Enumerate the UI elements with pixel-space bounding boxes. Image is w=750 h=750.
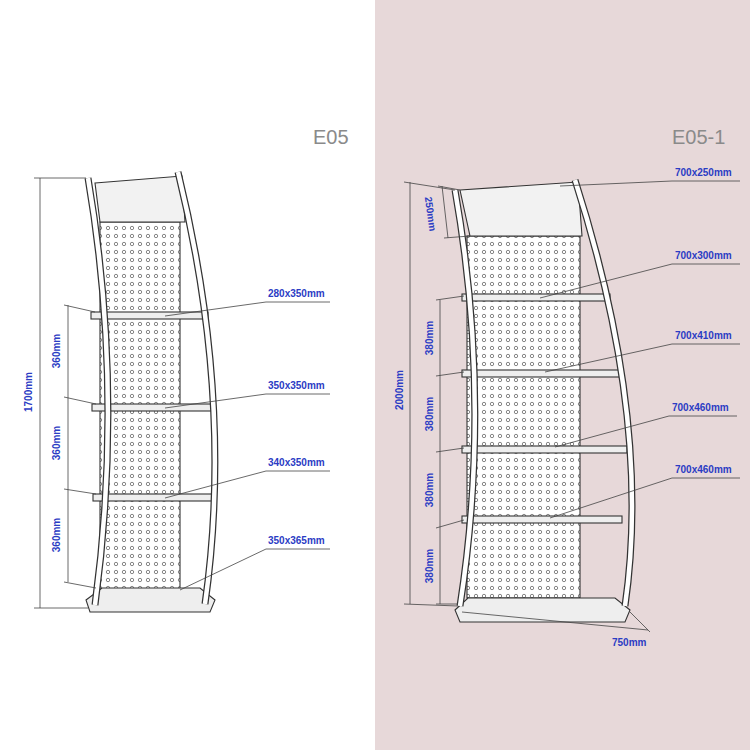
header-board — [95, 176, 185, 222]
shelf — [462, 516, 622, 523]
shelf-size: 700x460mm — [672, 402, 729, 414]
rack-e05 — [86, 172, 215, 612]
shelf-size: 700x250mm — [675, 167, 732, 179]
shelf — [91, 312, 208, 319]
leader-line — [545, 344, 740, 372]
dimension-label: 380mm — [424, 549, 436, 583]
shelf — [462, 294, 610, 301]
shelf-size: 700x410mm — [675, 330, 732, 342]
dimension-line — [40, 178, 41, 608]
shelf-size: 700x300mm — [675, 250, 732, 262]
shelf — [462, 370, 620, 377]
extension-line — [436, 296, 464, 300]
dimension-line — [462, 612, 648, 630]
leader-line — [560, 181, 740, 186]
shelf-size: 350x350mm — [268, 380, 325, 392]
extension-line — [34, 178, 86, 179]
side-post — [88, 178, 108, 605]
base — [86, 588, 215, 612]
dimension-label: 1700mm — [23, 372, 35, 412]
leader-line — [555, 416, 737, 447]
side-post — [178, 172, 215, 604]
shelf-size: 700x460mm — [675, 464, 732, 476]
extension-line — [34, 608, 88, 609]
rack-e05-1 — [455, 180, 632, 622]
dimension-label: 380mm — [424, 473, 436, 507]
base — [455, 598, 630, 622]
dimension-line — [410, 182, 411, 604]
dimension-label: 380mm — [424, 321, 436, 355]
extension-line — [64, 397, 96, 404]
dimension-label: 750mm — [612, 637, 646, 649]
leader-line — [550, 478, 740, 518]
dimension-label: 360mm — [51, 426, 63, 460]
shelf — [93, 494, 212, 501]
shelf-size: 280x350mm — [268, 288, 325, 300]
shelf — [462, 446, 627, 453]
model-title: E05 — [313, 126, 349, 148]
extension-line — [436, 604, 458, 605]
dimension-lines — [34, 178, 330, 608]
dimension-line — [68, 305, 69, 582]
pegboard — [467, 236, 580, 598]
leader-line — [165, 471, 330, 498]
model-title: E05-1 — [672, 126, 725, 148]
dimension-label: 250mm — [422, 196, 439, 232]
extension-line — [64, 489, 96, 494]
side-post — [88, 178, 108, 605]
extension-line — [436, 520, 464, 528]
extension-line — [404, 604, 458, 606]
dimension-line — [440, 300, 441, 604]
leader-line — [180, 549, 330, 590]
extension-line — [438, 186, 460, 190]
extension-line — [404, 182, 455, 190]
extension-line — [436, 448, 464, 452]
dimension-label: 380mm — [424, 397, 436, 431]
extension-line — [64, 582, 96, 588]
shelf-size: 340x350mm — [268, 457, 325, 469]
dimension-lines — [404, 181, 740, 632]
side-post — [455, 190, 475, 606]
side-post — [575, 180, 632, 606]
dimension-label: 2000mm — [394, 370, 406, 410]
side-post — [178, 172, 215, 604]
side-post — [455, 190, 475, 606]
leader-line — [165, 302, 330, 316]
shelf-size: 350x365mm — [268, 535, 325, 547]
dimension-line — [442, 186, 448, 238]
dimension-label: 360mm — [51, 518, 63, 552]
leader-line — [540, 264, 740, 298]
extension-line — [630, 612, 650, 632]
dimension-label: 360mm — [51, 334, 63, 368]
extension-line — [64, 305, 95, 312]
right-panel — [375, 0, 750, 750]
header-board — [460, 182, 582, 236]
extension-line — [444, 236, 470, 238]
side-post — [575, 180, 632, 606]
extension-line — [436, 372, 464, 376]
leader-line — [165, 394, 330, 408]
